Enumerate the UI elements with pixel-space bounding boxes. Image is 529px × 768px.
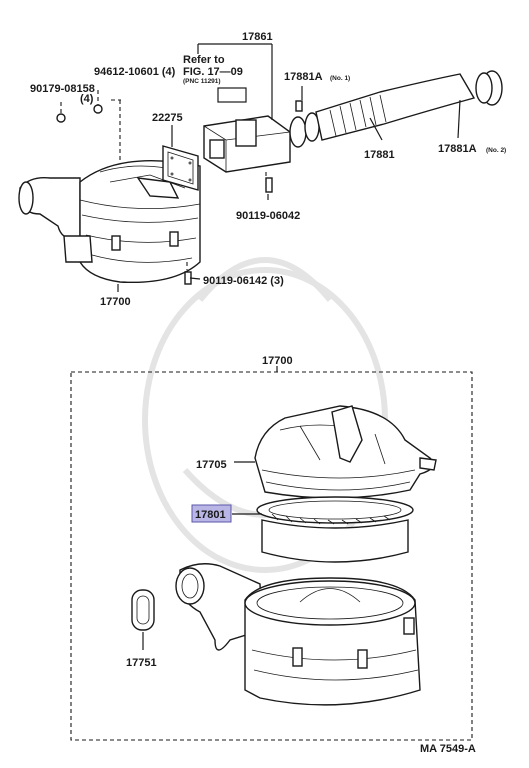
label-17700-box: 17700	[262, 355, 293, 367]
label-17881A-no2: 17881A	[438, 143, 477, 155]
intake-hose-17881	[289, 70, 503, 148]
refer-line-1: Refer to	[183, 54, 225, 66]
label-17881A-no2-note: (No. 2)	[486, 147, 506, 154]
refer-line-3: (PNC 11291)	[183, 78, 221, 85]
air-cleaner-case	[175, 563, 421, 706]
assembly-boundary-box	[70, 371, 473, 741]
label-17801[interactable]: 17801	[195, 509, 226, 521]
gasket-22275	[162, 145, 199, 191]
highlight-17801[interactable]	[191, 504, 232, 523]
filter-element-17801	[256, 496, 414, 563]
grommet-17751	[131, 589, 155, 631]
bolts-top	[56, 100, 303, 285]
top-air-cleaner-assembly	[18, 159, 201, 284]
label-17751: 17751	[126, 657, 157, 669]
label-17861: 17861	[242, 31, 273, 43]
reference-box	[217, 87, 247, 103]
label-17700-top: 17700	[100, 296, 131, 308]
label-22275: 22275	[152, 112, 183, 124]
leader-lines-top	[60, 43, 461, 292]
label-17881A-no1-note: (No. 1)	[330, 75, 350, 82]
label-94612-10601: 94612-10601 (4)	[94, 66, 176, 78]
label-90179-qty: (4)	[80, 93, 94, 105]
label-90119-06042: 90119-06042	[236, 210, 300, 222]
refer-line-2: FIG. 17—09	[183, 66, 243, 78]
label-90119-06142: 90119-06142 (3)	[203, 275, 284, 287]
air-cleaner-cap-17705	[254, 405, 437, 499]
label-90179-08158: 90179-08158	[30, 83, 95, 95]
label-17881: 17881	[364, 149, 395, 161]
label-17881A-no1: 17881A	[284, 71, 323, 83]
label-17705: 17705	[196, 459, 227, 471]
figure-code: MA 7549-A	[420, 743, 476, 755]
adapter-17861	[203, 115, 291, 173]
